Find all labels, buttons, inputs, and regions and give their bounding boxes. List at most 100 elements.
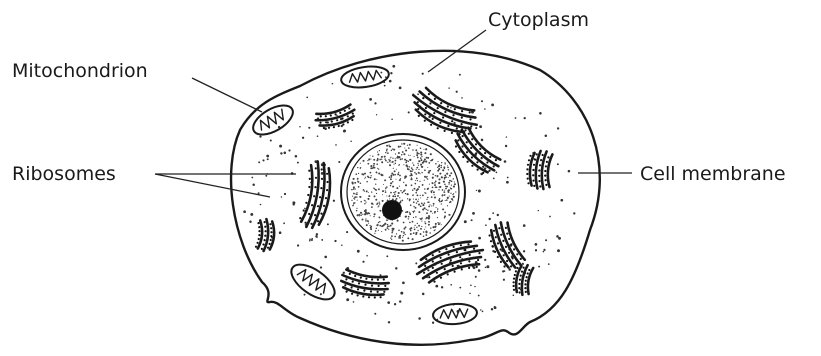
ribosome-dot — [330, 114, 332, 116]
ribosome-dot — [447, 273, 449, 275]
ribosome-dot — [377, 291, 379, 293]
ribosome-dot — [516, 253, 518, 255]
ribosome-dot — [526, 276, 528, 278]
ribosome-dot — [325, 115, 327, 117]
ribosome-dot — [519, 279, 521, 281]
ribosome-dot — [461, 268, 463, 270]
ribosome-dot — [532, 180, 534, 182]
ribosome-dot — [539, 185, 541, 187]
ribosome-dot — [425, 258, 427, 260]
ribosome-dot — [460, 262, 462, 264]
ribosome-dot — [270, 231, 272, 233]
ribosome-dot — [544, 170, 546, 172]
ribosome-dot — [344, 284, 346, 286]
ribosome-dot — [326, 181, 328, 183]
ribosome-dot — [335, 113, 337, 115]
ribosome-dot — [317, 220, 319, 222]
ribosome-dot — [452, 114, 454, 116]
ribosome-dot — [513, 289, 515, 291]
ribosome-dot — [342, 123, 344, 125]
ribosome-dot — [523, 267, 525, 269]
ribosome-dot — [358, 282, 360, 284]
ribosome-dot — [438, 251, 440, 253]
ribosome-dot — [265, 230, 267, 232]
ribosome-dot — [444, 130, 446, 132]
ribosome-dot — [505, 246, 507, 248]
ribosome-dot — [500, 261, 502, 263]
ribosome-dot — [454, 271, 456, 273]
ribosome-dot — [319, 122, 321, 124]
ribosome-dot — [527, 272, 529, 274]
ribosome-dot — [383, 278, 385, 280]
ribosome-dot — [520, 275, 522, 277]
ribosome-dot — [418, 115, 420, 117]
ribosome-dot — [313, 195, 315, 197]
cytoplasm-label: Cytoplasm — [488, 9, 589, 31]
ribosome-dot — [319, 196, 321, 198]
er-membrane — [528, 268, 533, 294]
ribosome-dot — [365, 278, 367, 280]
ribosome-dot — [262, 243, 264, 245]
ribosome-dot — [518, 287, 520, 289]
ribosome-dot — [433, 112, 435, 114]
ribosome-dot — [508, 252, 510, 254]
ribosome-dot — [255, 246, 257, 248]
ribosome-dot — [461, 110, 463, 112]
ribosome-dot — [440, 277, 442, 279]
ribosome-dot — [457, 139, 459, 141]
ribosome-dot — [371, 285, 373, 287]
ribosome-dot — [445, 248, 447, 250]
ribosome-dot — [328, 127, 330, 129]
ribosome-dot — [326, 189, 328, 191]
ribosome-dot — [437, 107, 439, 109]
ribosome-dot — [269, 223, 271, 225]
ribosome-dot — [475, 143, 477, 145]
ribosome-dot — [476, 161, 478, 163]
ribosome-dot — [347, 115, 349, 117]
ribosome-dot — [506, 233, 508, 235]
ribosome-dot — [497, 242, 499, 244]
ribosome-dot — [506, 260, 508, 262]
ribosome-dot — [515, 263, 517, 265]
ribosome-dot — [469, 118, 471, 120]
er-membrane — [316, 105, 350, 114]
ribosome-dot — [362, 295, 364, 297]
ribosome-dot — [471, 156, 473, 158]
ribosome-dot — [383, 291, 385, 293]
ribosome-dot — [364, 284, 366, 286]
ribosome-dot — [513, 248, 515, 250]
ribosome-dot — [320, 187, 322, 189]
ribosome-dot — [456, 127, 458, 129]
ribosome-dot — [527, 178, 529, 180]
ribosome-dot — [325, 121, 327, 123]
ribosome-dot — [432, 267, 434, 269]
ribosome-dot — [455, 145, 457, 147]
ribosome-dot — [524, 283, 526, 285]
cell-membrane-label: Cell membrane — [640, 163, 786, 185]
nucleus — [341, 134, 465, 250]
ribosome-dot — [489, 234, 491, 236]
ribosome-dot — [514, 274, 516, 276]
ribosome-dot — [452, 265, 454, 267]
ribosome-dot — [333, 126, 335, 128]
ribosome-dot — [468, 133, 470, 135]
ribosome-dot — [336, 119, 338, 121]
ribosome-dot — [451, 120, 453, 122]
ribosome-dot — [380, 296, 382, 298]
ribosome-dot — [476, 266, 478, 268]
ribosome-dot — [432, 254, 434, 256]
ribosome-dot — [462, 156, 464, 158]
ribosome-dot — [488, 170, 490, 172]
ribosome-dot — [311, 204, 313, 206]
ribosome-dot — [320, 115, 322, 117]
ribosome-dot — [471, 165, 473, 167]
ribosome-dot — [321, 178, 323, 180]
ribosome-dot — [424, 265, 426, 267]
ribosome-dot — [454, 108, 456, 110]
ribosome-dot — [308, 213, 310, 215]
ribosome-dot — [477, 169, 479, 171]
ribosome-dot — [495, 159, 497, 161]
ribosome-dot — [269, 243, 271, 245]
mitochondrion-left — [248, 99, 297, 140]
ribosome-dot — [513, 278, 515, 280]
